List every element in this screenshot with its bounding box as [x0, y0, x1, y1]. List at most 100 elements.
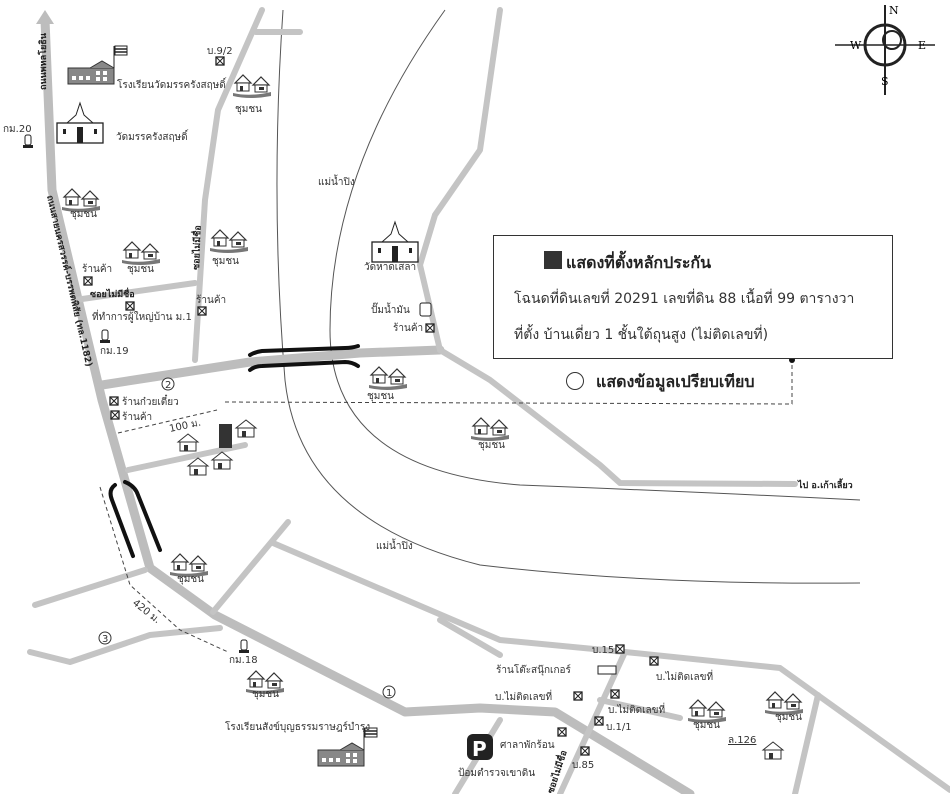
marker-l126: ล.126 — [728, 735, 756, 746]
road-to-bridge — [97, 345, 445, 390]
noodle-shop-label: ร้านก๋วยเตี๋ยว — [122, 394, 179, 408]
road-south-branch — [210, 519, 291, 615]
marker-house-no-number: บ.ไม่ติดเลขที่ — [495, 689, 552, 703]
snooker-table-icon — [597, 665, 617, 675]
police-label: ป้อมตำรวจเขาดิน — [458, 767, 535, 779]
road-temple-side — [417, 7, 503, 353]
to-kao-liao-label: ไป อ.เก้าเลี้ยว — [797, 478, 853, 491]
community-label: ชุมชน — [693, 720, 720, 731]
temple-label-1: วัดมรรครังสฤษดิ์ — [116, 129, 189, 143]
community-label: ชุมชน — [177, 574, 204, 585]
house-icon — [177, 433, 199, 452]
school-icon — [317, 727, 378, 767]
soi-unnamed-road — [72, 280, 198, 303]
distance-100m-line — [117, 409, 218, 434]
road-collateral-access — [125, 442, 248, 473]
compass-east: E — [918, 39, 926, 52]
shop-icon — [110, 410, 120, 420]
community-group: ชุมชน ชุมชน ชุมชน ชุมชน ชุมชน ชุมชน ชุมช… — [61, 74, 804, 731]
north-arrow-road — [36, 10, 54, 24]
collateral-location-marker[interactable] — [219, 424, 232, 448]
community-label: ชุมชน — [775, 712, 802, 723]
legend-box: แสดงที่ตั้งหลักประกัน โฉนดที่ดินเลขที่ 2… — [493, 235, 893, 359]
compass-west: W — [850, 39, 862, 52]
marker-house-1-1: บ.1/1 — [606, 722, 632, 733]
shop-icon — [197, 306, 207, 316]
shop-label: ร้านค้า — [393, 322, 423, 334]
bridge-main-road — [108, 480, 162, 558]
compass-south: S — [881, 75, 889, 88]
comparison-legend-label: แสดงข้อมูลเปรียบเทียบ — [596, 372, 755, 391]
snooker-label: ร้านโต๊ะสนุ๊กเกอร์ — [496, 663, 572, 676]
km-stone-icon — [238, 639, 250, 654]
collateral-legend-title: แสดงที่ตั้งหลักประกัน — [566, 253, 712, 272]
gas-station-label: ปั๊มน้ำมัน — [371, 302, 410, 316]
road-southwest-2 — [27, 625, 223, 665]
marker-house-15: บ.15 — [592, 645, 614, 656]
shop-label: ร้านค้า — [122, 411, 152, 423]
river-label: แม่น้ำปิง — [376, 538, 413, 552]
school-label-1: โรงเรียนวัดมรรครังสฤษดิ์ — [117, 77, 227, 91]
house-icon — [235, 419, 257, 438]
temple-icon — [56, 102, 104, 144]
gas-station-icon — [419, 302, 432, 317]
shop-icon — [109, 396, 119, 406]
collateral-legend-swatch — [544, 251, 562, 269]
shop-icon — [425, 323, 435, 333]
point-marker-3: 3 — [98, 631, 112, 645]
community-label: ชุมชน — [212, 256, 239, 267]
community-label: ชุมชน — [235, 104, 262, 115]
bridge-river — [248, 344, 360, 372]
point-marker-1: 1 — [382, 685, 396, 699]
compass-north: N — [889, 4, 899, 17]
river-label: แม่น้ำปิง — [318, 174, 355, 188]
community-label: ชุมชน — [478, 440, 505, 451]
shop-label: ร้านค้า — [82, 263, 112, 275]
road-south-diag — [437, 617, 503, 658]
temple-label-2: วัดหาดเสลา — [364, 262, 416, 273]
distance-420m-label: 420 ม. — [130, 598, 162, 626]
house-icon — [187, 457, 209, 476]
temple-icon — [371, 221, 419, 263]
shop-icon — [573, 691, 583, 701]
shop-icon — [610, 689, 620, 699]
river-bank-east — [329, 9, 861, 501]
community-label: ชุมชน — [367, 391, 394, 402]
km20-label: กม.20 — [3, 124, 32, 135]
house-icon — [211, 451, 233, 470]
river-bank-west — [276, 9, 861, 584]
shop-label: ร้านค้า — [196, 294, 226, 306]
svg-text:3: 3 — [102, 634, 108, 645]
comparison-circle-icon — [566, 372, 584, 390]
point-marker-2: 2 — [161, 377, 175, 391]
svg-text:2: 2 — [165, 380, 171, 391]
comparison-link-line — [224, 360, 793, 405]
shop-icon — [594, 716, 604, 726]
km-stone-icon — [22, 134, 34, 149]
community-label: ชุมชน — [70, 209, 97, 220]
road-east-south — [792, 692, 821, 794]
marker-house-9-2: บ.9/2 — [207, 46, 233, 57]
shop-icon — [125, 301, 135, 311]
distance-420m-line — [99, 486, 229, 653]
km19-label: กม.19 — [100, 346, 129, 357]
police-p-glyph: P — [472, 737, 487, 761]
main-road — [40, 15, 695, 794]
rest-pavilion-label: ศาลาพักร้อน — [500, 739, 555, 751]
km-stone-icon — [99, 329, 111, 344]
school-icon — [67, 45, 128, 85]
road-east-branch — [597, 697, 683, 721]
community-label: ชุมชน — [127, 264, 154, 275]
deed-info: โฉนดที่ดินเลขที่ 20291 เลขที่ดิน 88 เนื้… — [514, 291, 855, 307]
marker-house-85: บ.85 — [572, 760, 594, 771]
compass-rose: N S E W — [835, 4, 935, 95]
marker-house-no-number: บ.ไม่ติดเลขที่ — [608, 702, 665, 716]
shop-icon — [557, 727, 567, 737]
highway-north-label: ถนนพหลโยธิน — [37, 32, 49, 90]
school-label-2: โรงเรียนสังข์บุญธรรมราษฎร์บำรุง — [225, 720, 370, 733]
soi-label: ซอยไม่มีชื่อ — [189, 225, 204, 270]
shop-icon — [615, 644, 625, 654]
marker-house-no-number: บ.ไม่ติดเลขที่ — [656, 669, 713, 683]
